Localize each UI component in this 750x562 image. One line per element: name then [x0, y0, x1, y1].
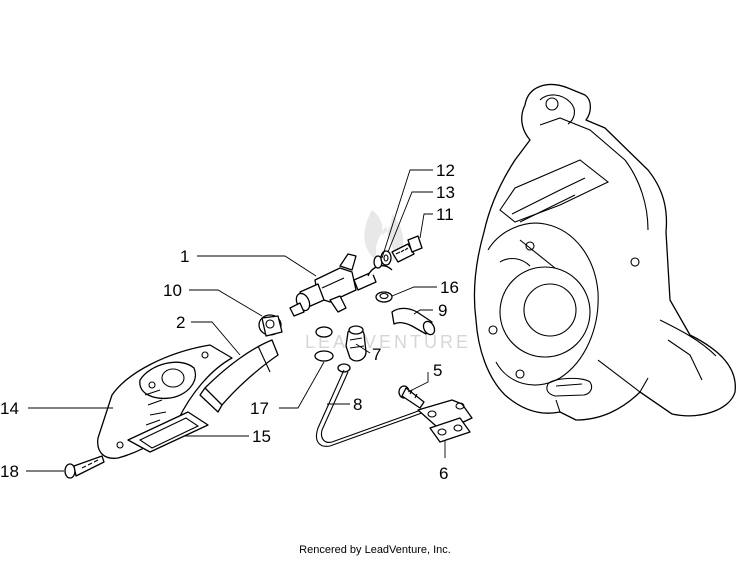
part-6-flange	[417, 399, 473, 443]
label-18: 18	[0, 462, 19, 481]
label-2: 2	[176, 313, 185, 332]
label-6: 6	[439, 464, 448, 483]
label-5: 5	[433, 361, 442, 380]
crankcase-cover	[473, 83, 736, 421]
label-7: 7	[372, 345, 381, 364]
part-2-shield	[199, 339, 279, 413]
part-labels: 1 10 2 14 15 18 12 13 11 16 9 7 17 8 5 6	[0, 161, 459, 483]
label-13: 13	[436, 183, 455, 202]
leader-lines	[26, 169, 446, 472]
part-1-fuel-tap	[289, 253, 393, 317]
part-10-spacer	[258, 314, 283, 337]
render-credit: Rencered by LeadVenture, Inc.	[299, 544, 451, 556]
part-5-bolt	[398, 385, 425, 409]
part-16-clip	[375, 291, 393, 303]
part-8-fuel-pipe	[315, 369, 433, 447]
part-9-hose	[391, 307, 436, 336]
part-7-elbow-hose	[314, 325, 367, 373]
label-17: 17	[250, 399, 269, 418]
label-1: 1	[180, 247, 189, 266]
label-14: 14	[0, 399, 19, 418]
label-9: 9	[438, 301, 447, 320]
part-18-screw	[64, 455, 105, 479]
label-12: 12	[436, 161, 455, 180]
label-16: 16	[440, 278, 459, 297]
part-14-bracket	[97, 344, 233, 459]
part-11-bolt	[391, 235, 423, 263]
label-8: 8	[353, 395, 362, 414]
label-15: 15	[252, 427, 271, 446]
part-15-gasket	[127, 411, 209, 453]
label-10: 10	[163, 281, 182, 300]
label-11: 11	[436, 205, 454, 224]
